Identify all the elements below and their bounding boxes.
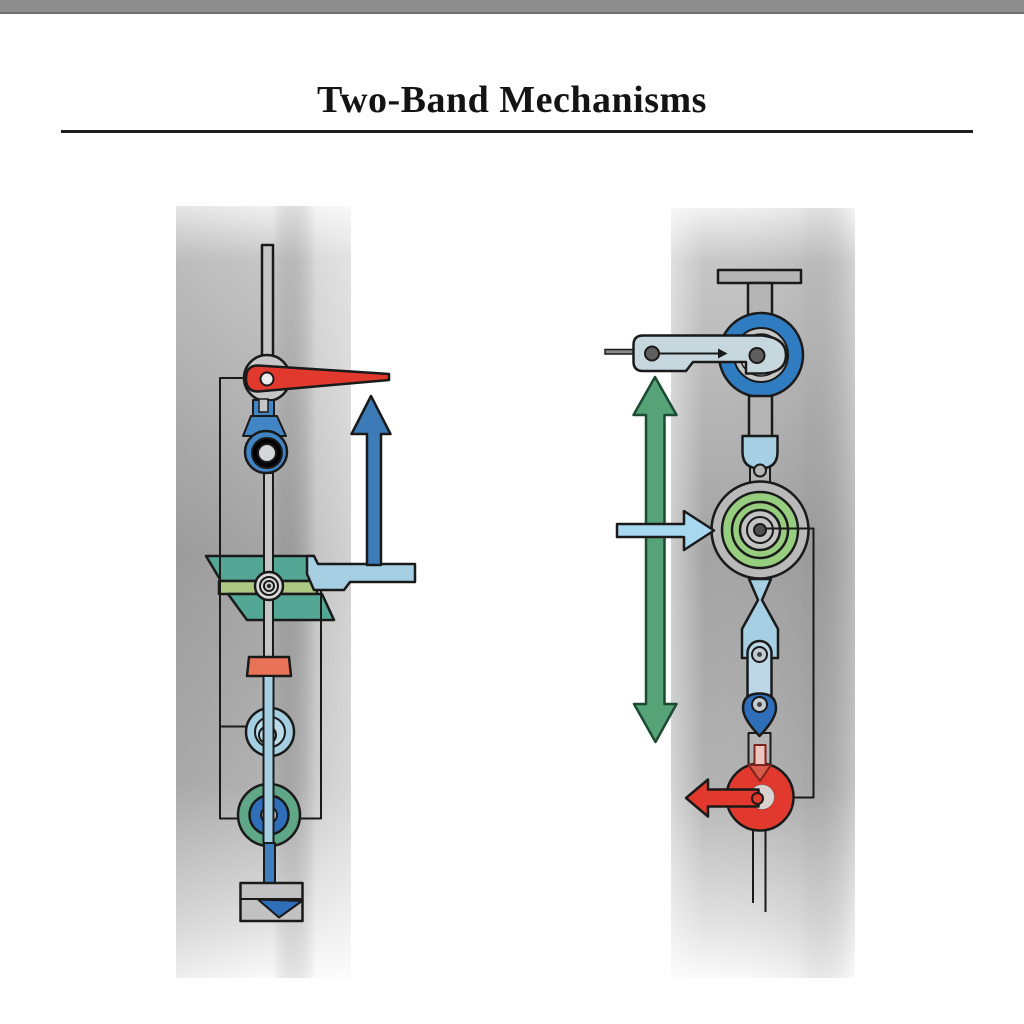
wheel-column [747, 394, 774, 442]
right-input-arrow [615, 509, 716, 552]
pulley-rod [262, 675, 275, 847]
right-band-mechanism [604, 208, 855, 978]
funnel-link [740, 577, 780, 660]
weight-triangle-marker [257, 898, 303, 919]
up-arrow [350, 394, 392, 567]
top-bar [0, 0, 1024, 14]
band-clamp [245, 655, 293, 678]
red-pointer-needle [244, 364, 391, 393]
blue-connecting-link [242, 398, 289, 475]
page-title: Two-Band Mechanisms [317, 79, 707, 121]
cam-bearing [253, 570, 285, 602]
lever-pivot-right [748, 347, 766, 364]
link-notch [258, 398, 269, 413]
lever-pivot-left [644, 345, 660, 362]
title-underline [61, 130, 973, 133]
lever-direction-arrowhead [718, 348, 728, 359]
hanging-weight [239, 842, 304, 923]
small-down-arrow-head [747, 764, 772, 782]
left-band-mechanism [176, 206, 417, 978]
red-drum-hub [751, 792, 764, 805]
cup-link-pin [753, 463, 767, 478]
grooved-drum [710, 480, 810, 580]
weight-rod [263, 842, 276, 886]
cam-lower-wedge [226, 592, 336, 622]
right-band-cable [766, 527, 815, 799]
needle-pivot-hole [259, 371, 275, 387]
red-drum-assembly [684, 744, 795, 832]
lever-pin [604, 348, 635, 355]
output-arm [305, 554, 417, 592]
drum-hub [753, 523, 767, 537]
double-headed-stroke-arrow [632, 375, 678, 744]
small-down-arrow-shaft [753, 744, 767, 767]
input-lever [604, 334, 788, 375]
